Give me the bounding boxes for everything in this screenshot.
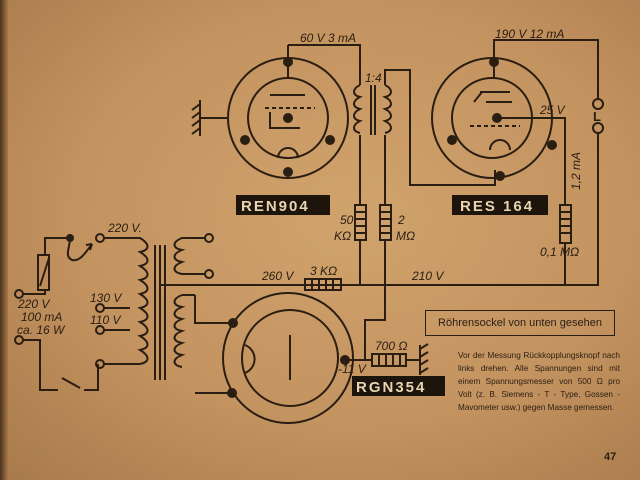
current-label: 1,2 mA [569, 152, 583, 190]
resistor-0-1m [559, 204, 572, 285]
page-number: 47 [604, 451, 617, 463]
tube-ren904-socket [191, 44, 361, 179]
tap-130-label: 130 V [90, 291, 122, 305]
lamp-current: 100 mA [21, 310, 62, 324]
page-gutter-shadow [0, 0, 8, 480]
socket-view-caption: Röhrensockel von unten gesehen [425, 310, 615, 336]
resistor-2m [364, 204, 392, 360]
tap-220-label: 220 V. [107, 221, 142, 235]
resistor-700 [371, 343, 429, 375]
speaker-label: L [593, 109, 601, 124]
ren904-label: REN904 [241, 198, 310, 215]
lamp-voltage: 220 V [17, 297, 50, 311]
rgn354-label-box [352, 376, 445, 396]
speaker-terminals [160, 98, 604, 286]
line-260v-label: 260 V [261, 269, 294, 283]
r1-unit: KΩ [334, 229, 351, 243]
resistor-50k [354, 204, 367, 285]
grid-bias-label: 25 V [539, 103, 566, 117]
bias-neg-label: -11 V [338, 362, 367, 376]
transformer-ratio-label: 1:4 [365, 71, 382, 85]
r2-value: 2 [397, 213, 405, 227]
interstage-transformer [353, 69, 496, 205]
lamp-power: ca. 16 W [17, 323, 66, 337]
mains-circuit [14, 234, 99, 391]
line-210v-label: 210 V [411, 269, 444, 283]
r-3k-label: 3 KΩ [310, 264, 337, 278]
res164-label: RES 164 [460, 198, 534, 215]
power-transformer [95, 233, 214, 380]
measurement-note: Vor der Messung Rückkopplungsknopf nach … [458, 351, 620, 412]
r3-value: 0,1 MΩ [540, 245, 579, 259]
tap-110-label: 110 V [90, 313, 121, 327]
ren904-supply-label: 60 V 3 mA [300, 31, 356, 45]
tube-res164-socket [431, 39, 599, 205]
resistor-3k [304, 278, 342, 291]
r1-value: 50 [340, 213, 354, 227]
r-700-label: 700 Ω [375, 339, 407, 353]
res164-label-box [452, 195, 548, 215]
rgn354-label: RGN354 [356, 379, 426, 396]
r2-unit: MΩ [396, 229, 415, 243]
ren904-label-box [236, 195, 330, 215]
tube-rgn354-socket [194, 292, 372, 424]
res164-supply-label: 190 V 12 mA [495, 27, 564, 41]
